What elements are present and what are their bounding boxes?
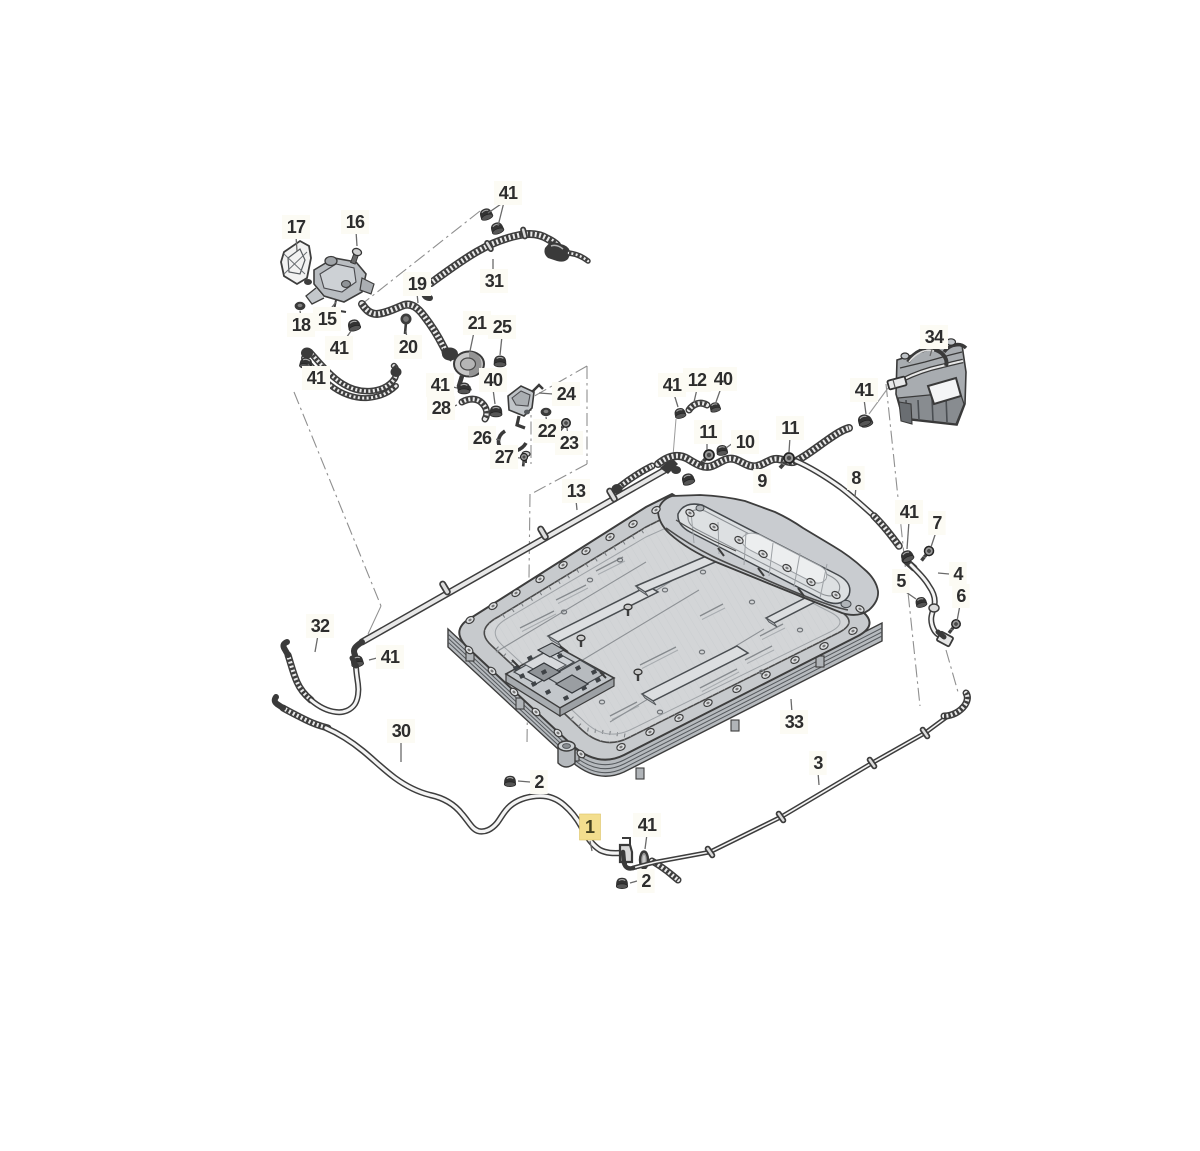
svg-text:2: 2: [534, 772, 544, 792]
svg-text:5: 5: [896, 571, 906, 591]
svg-text:11: 11: [781, 418, 799, 438]
svg-text:40: 40: [484, 370, 503, 390]
svg-text:17: 17: [287, 217, 306, 237]
svg-text:18: 18: [292, 315, 311, 335]
svg-text:41: 41: [900, 502, 919, 522]
svg-text:3: 3: [813, 753, 823, 773]
svg-text:24: 24: [557, 384, 576, 404]
svg-text:19: 19: [408, 274, 427, 294]
svg-text:22: 22: [538, 421, 557, 441]
svg-text:1: 1: [585, 817, 595, 837]
svg-text:25: 25: [493, 317, 512, 337]
svg-text:32: 32: [311, 616, 330, 636]
svg-text:7: 7: [932, 513, 942, 533]
svg-text:27: 27: [495, 447, 514, 467]
svg-text:12: 12: [688, 370, 707, 390]
svg-text:30: 30: [392, 721, 411, 741]
svg-text:21: 21: [468, 313, 487, 333]
svg-text:26: 26: [473, 428, 492, 448]
svg-text:20: 20: [399, 337, 418, 357]
svg-text:41: 41: [638, 815, 657, 835]
svg-text:33: 33: [785, 712, 804, 732]
svg-text:15: 15: [318, 309, 337, 329]
svg-text:16: 16: [346, 212, 365, 232]
svg-text:41: 41: [330, 338, 349, 358]
svg-text:11: 11: [699, 422, 717, 442]
svg-text:41: 41: [663, 375, 682, 395]
svg-text:41: 41: [855, 380, 874, 400]
svg-text:4: 4: [953, 564, 963, 584]
svg-text:9: 9: [757, 471, 767, 491]
svg-text:6: 6: [956, 586, 966, 606]
svg-text:13: 13: [567, 481, 586, 501]
svg-text:8: 8: [851, 468, 861, 488]
svg-text:41: 41: [307, 368, 326, 388]
svg-text:34: 34: [925, 327, 944, 347]
svg-text:10: 10: [736, 432, 755, 452]
svg-text:28: 28: [432, 398, 451, 418]
svg-text:40: 40: [714, 369, 733, 389]
svg-text:31: 31: [485, 271, 504, 291]
svg-text:41: 41: [431, 375, 450, 395]
svg-text:41: 41: [499, 183, 518, 203]
svg-text:2: 2: [641, 871, 651, 891]
svg-text:41: 41: [381, 647, 400, 667]
svg-text:23: 23: [560, 433, 579, 453]
